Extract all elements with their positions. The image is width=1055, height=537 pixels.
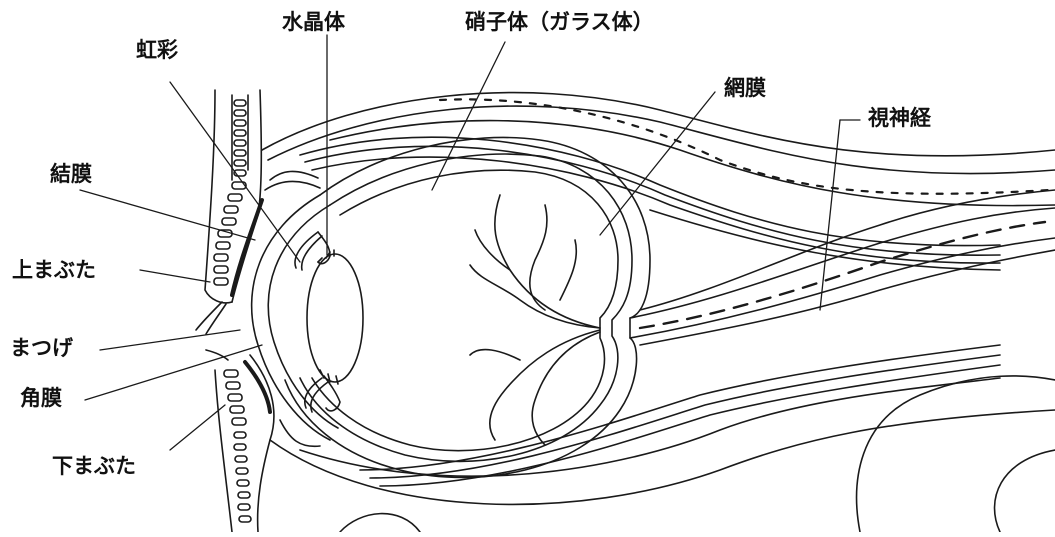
label-conjunctiva: 結膜: [50, 164, 92, 185]
lens: [307, 254, 363, 382]
leader-lower-eyelid: [170, 405, 225, 450]
sclera-inner: [300, 154, 632, 461]
orbit-upper-line-1: [262, 93, 1055, 156]
retinal-vessel-6: [475, 230, 510, 270]
orbit-lower-line: [270, 410, 1055, 504]
conjunctiva-upper-fold: [265, 171, 320, 190]
label-lens: 水晶体: [282, 12, 345, 33]
retinal-vessel-2: [470, 265, 600, 328]
muscle-lower-4: [300, 378, 1000, 476]
retinal-vessel-8: [560, 240, 576, 300]
leader-eyelash: [100, 330, 240, 350]
leader-vitreous: [432, 42, 505, 190]
maxilla-contour: [340, 514, 420, 532]
lens-zonule-upper: [318, 250, 334, 262]
leader-iris: [170, 82, 300, 262]
upper-lash: [196, 302, 226, 334]
muscle-upper-3: [312, 157, 1000, 263]
label-retina: 網膜: [724, 78, 766, 99]
label-upper-eyelid: 上まぶた: [12, 260, 96, 281]
upper-tarsal-plate: [232, 200, 262, 295]
label-eyelash: まつげ: [10, 338, 73, 359]
upper-eyelid-gland-column: [232, 95, 248, 180]
lower-eyelid-inner: [250, 355, 274, 532]
orbit-upper-line-3: [330, 121, 1055, 206]
retinal-vessel-4: [532, 332, 600, 445]
orbit-upper-line-2: [268, 106, 1055, 174]
sclera-outer: [285, 137, 650, 477]
label-vitreous: 硝子体（ガラス体）: [465, 12, 654, 33]
leader-upper-eyelid: [140, 270, 210, 282]
optic-nerve-inner-lower: [630, 238, 1055, 338]
retinal-vessel-7: [470, 350, 520, 360]
leader-cornea: [85, 345, 262, 400]
skull-lower-contour: [857, 376, 1055, 532]
label-iris: 虹彩: [136, 40, 178, 61]
label-cornea: 角膜: [20, 388, 62, 409]
retina-line: [312, 170, 618, 450]
label-lower-eyelid: 下まぶた: [52, 456, 136, 477]
skull-lower-contour-2: [995, 450, 1055, 532]
optic-nerve-lower-sheath: [640, 250, 1055, 345]
lower-tarsal-plate: [245, 362, 270, 412]
iris-upper: [295, 232, 322, 270]
label-optic-nerve: 視神経: [868, 108, 931, 129]
retinal-vessel-5: [530, 205, 547, 310]
